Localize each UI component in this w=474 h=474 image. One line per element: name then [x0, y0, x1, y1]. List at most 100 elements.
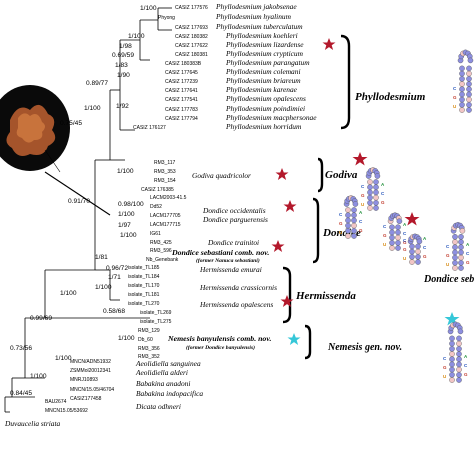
- taxon-name: Phyllodesmium macphersonae: [225, 113, 317, 122]
- rna-bead: [458, 244, 464, 250]
- taxon-code: MNCN/15.05/46704: [70, 387, 114, 393]
- markers: [271, 38, 460, 345]
- rna-bead: [351, 233, 357, 239]
- clade-phyllodesmium-taxa: CASIZ 177576 Phyllodesmium jakobsenae Ph…: [133, 2, 317, 131]
- support-value: 1/92: [116, 103, 129, 110]
- rna-nucleotide: G: [381, 200, 385, 205]
- clade-hermissenda-taxa: isolate_TL185 Hermissenda emurai isolate…: [128, 265, 277, 325]
- taxon-name: Phyllodesmium tuberculatum: [215, 22, 303, 31]
- bracket-hermissenda: [282, 266, 292, 324]
- rna-bead: [367, 184, 373, 190]
- taxon-code: CASIZ 177239: [165, 79, 198, 85]
- taxon-code: isolate_TL181: [128, 292, 160, 298]
- taxon-code: RM3_425: [150, 240, 172, 246]
- rna-bead: [452, 239, 458, 245]
- rna-nucleotide: C: [423, 245, 427, 250]
- support-value: 1/81: [95, 254, 108, 261]
- rna-bead: [367, 205, 373, 211]
- rna-bead: [345, 217, 351, 224]
- star-icon: [275, 168, 289, 180]
- taxon-code: BAU2674: [45, 399, 67, 405]
- rna-bead: [449, 371, 455, 378]
- tree-branches: [4, 7, 172, 413]
- rna-bead: [409, 243, 415, 250]
- support-value: 1/100: [117, 168, 134, 175]
- rna-nucleotide: C: [383, 224, 387, 229]
- rna-bead: [466, 91, 472, 98]
- taxon-code: isolate_TL269: [140, 310, 172, 316]
- rna-nucleotide: G: [423, 254, 427, 259]
- rna-nucleotide: U: [403, 256, 406, 261]
- taxon-name: Aeolidiella sanguinea: [135, 359, 201, 368]
- taxon-name: Phyllodesmium briareum: [225, 76, 301, 85]
- taxon-code: CASIZ 177622: [175, 43, 208, 49]
- taxon-code: Db_60: [138, 337, 153, 343]
- rna-bead: [389, 234, 395, 241]
- support-value: 1/100: [30, 373, 47, 380]
- rna-bead: [466, 76, 472, 82]
- rna-nucleotide: C: [443, 356, 447, 361]
- rna-bead: [373, 194, 379, 201]
- rna-nucleotide: A: [464, 354, 468, 359]
- star-icon: [322, 38, 336, 50]
- rna-nucleotide: C: [361, 184, 365, 189]
- taxon-code: CASIZ 177641: [165, 88, 198, 94]
- taxon-name: Hermissenda crassicornis: [199, 283, 277, 292]
- rna-nucleotide: U: [383, 242, 386, 247]
- support-value: 0.91/70: [68, 198, 90, 205]
- rna-bead: [409, 259, 415, 265]
- rna-bead: [351, 227, 357, 234]
- support-value: 0.69/59: [112, 52, 134, 59]
- support-value: 1/100: [55, 355, 72, 362]
- clade-brackets: [282, 34, 351, 360]
- taxon-code: LACM2003-41.5: [150, 195, 187, 201]
- rna-bead: [415, 259, 421, 265]
- taxon-code: ZSMMol20012341: [70, 368, 111, 374]
- support-value: 0.96/72: [106, 265, 128, 272]
- taxon-code: RM3_596: [150, 248, 172, 254]
- support-value: 1/100: [128, 33, 145, 40]
- taxon-code: RM3_353: [154, 169, 176, 175]
- taxon-name: Phyllodesmium koehleri: [225, 31, 298, 40]
- taxon-code: CASIZ 177693: [175, 25, 208, 31]
- outgroup-taxa: MNCN/ADN51932 Aeolidiella sanguinea ZSMM…: [4, 359, 203, 428]
- taxon-name: Dondice occidentalis: [202, 206, 266, 215]
- rna-bead: [395, 239, 401, 246]
- support-value: 0.98/100: [118, 201, 144, 208]
- taxon-name: Dondice sebastiani comb. nov.: [171, 248, 269, 257]
- rna-bead: [373, 199, 379, 206]
- taxon-name: Dondice parguerensis: [202, 215, 268, 224]
- star-icon: [280, 295, 294, 307]
- star-icon: [444, 312, 460, 326]
- clade-label: Dondice sebas: [423, 274, 474, 285]
- rna-nucleotide: A: [466, 242, 470, 247]
- rna-bead: [459, 102, 465, 108]
- rna-nucleotide: U: [443, 374, 446, 379]
- rna-nucleotide: G: [403, 240, 407, 245]
- root-taxon: Duvaucelia striata: [4, 419, 61, 428]
- support-value: 1/100: [60, 290, 77, 297]
- taxon-name: Phyllodesmium poindimiei: [225, 104, 305, 113]
- rna-bead: [467, 57, 474, 64]
- rna-bead: [409, 253, 415, 260]
- taxon-name: Phyllodesmium horridum: [225, 122, 302, 131]
- taxon-name: Aeolidiella alderi: [135, 368, 188, 377]
- rna-bead: [466, 96, 472, 103]
- taxon-code: LACM177715: [150, 222, 181, 228]
- support-value: 0.89/77: [86, 80, 108, 87]
- rna-nucleotide: A: [423, 236, 427, 241]
- rna-bead: [456, 345, 462, 352]
- rna-bead: [452, 244, 458, 250]
- rna-nucleotide: G: [464, 372, 468, 377]
- clade-label: Hermissenda: [295, 290, 356, 302]
- star-icon: [283, 200, 297, 212]
- taxon-name: Godiva quadricolor: [192, 171, 251, 180]
- clade-nemesis-taxa: RM3_129 Db_60 Nemesis banyulensis comb. …: [138, 328, 272, 360]
- taxon-code: Dd52: [150, 204, 162, 210]
- support-value: 1/71: [108, 274, 121, 281]
- rna-nucleotide: C: [403, 238, 407, 243]
- taxon-name: Nemesis banyulensis comb. nov.: [167, 334, 272, 343]
- taxon-name: Hermissenda opalescens: [199, 300, 273, 309]
- rna-bead: [456, 377, 462, 383]
